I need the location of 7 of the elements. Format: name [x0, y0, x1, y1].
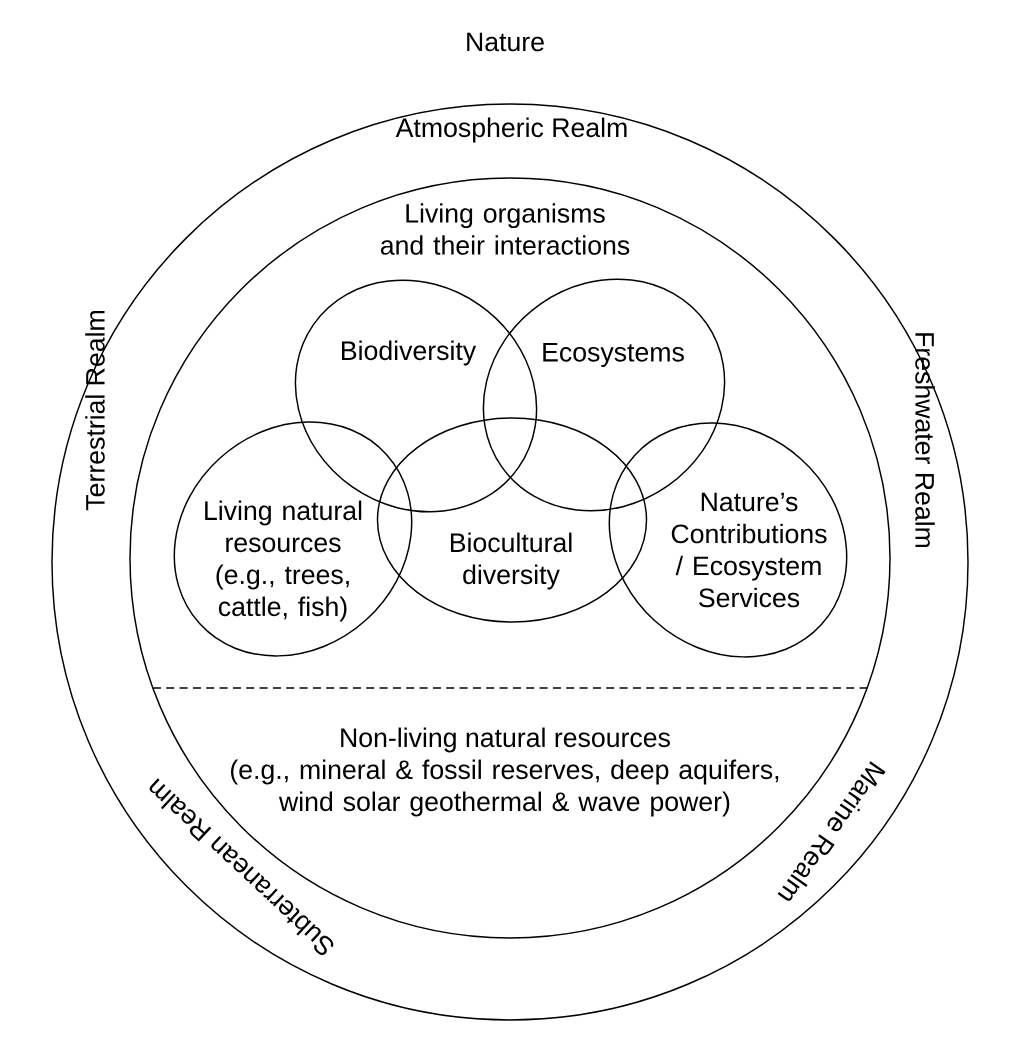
realm-label: Freshwater Realm [915, 333, 935, 548]
realm-label: Terrestrial Realm [85, 311, 105, 511]
heading: Non-living natural resources [341, 727, 670, 753]
title: Nature [467, 32, 544, 52]
realm-label: Atmospheric Realm [395, 117, 627, 143]
heading: Living organisms and their interactions [380, 203, 630, 255]
description: (e.g., mineral & fossil reserves, deep aquifers, wind solar geothermal & wave power) [231, 759, 779, 817]
